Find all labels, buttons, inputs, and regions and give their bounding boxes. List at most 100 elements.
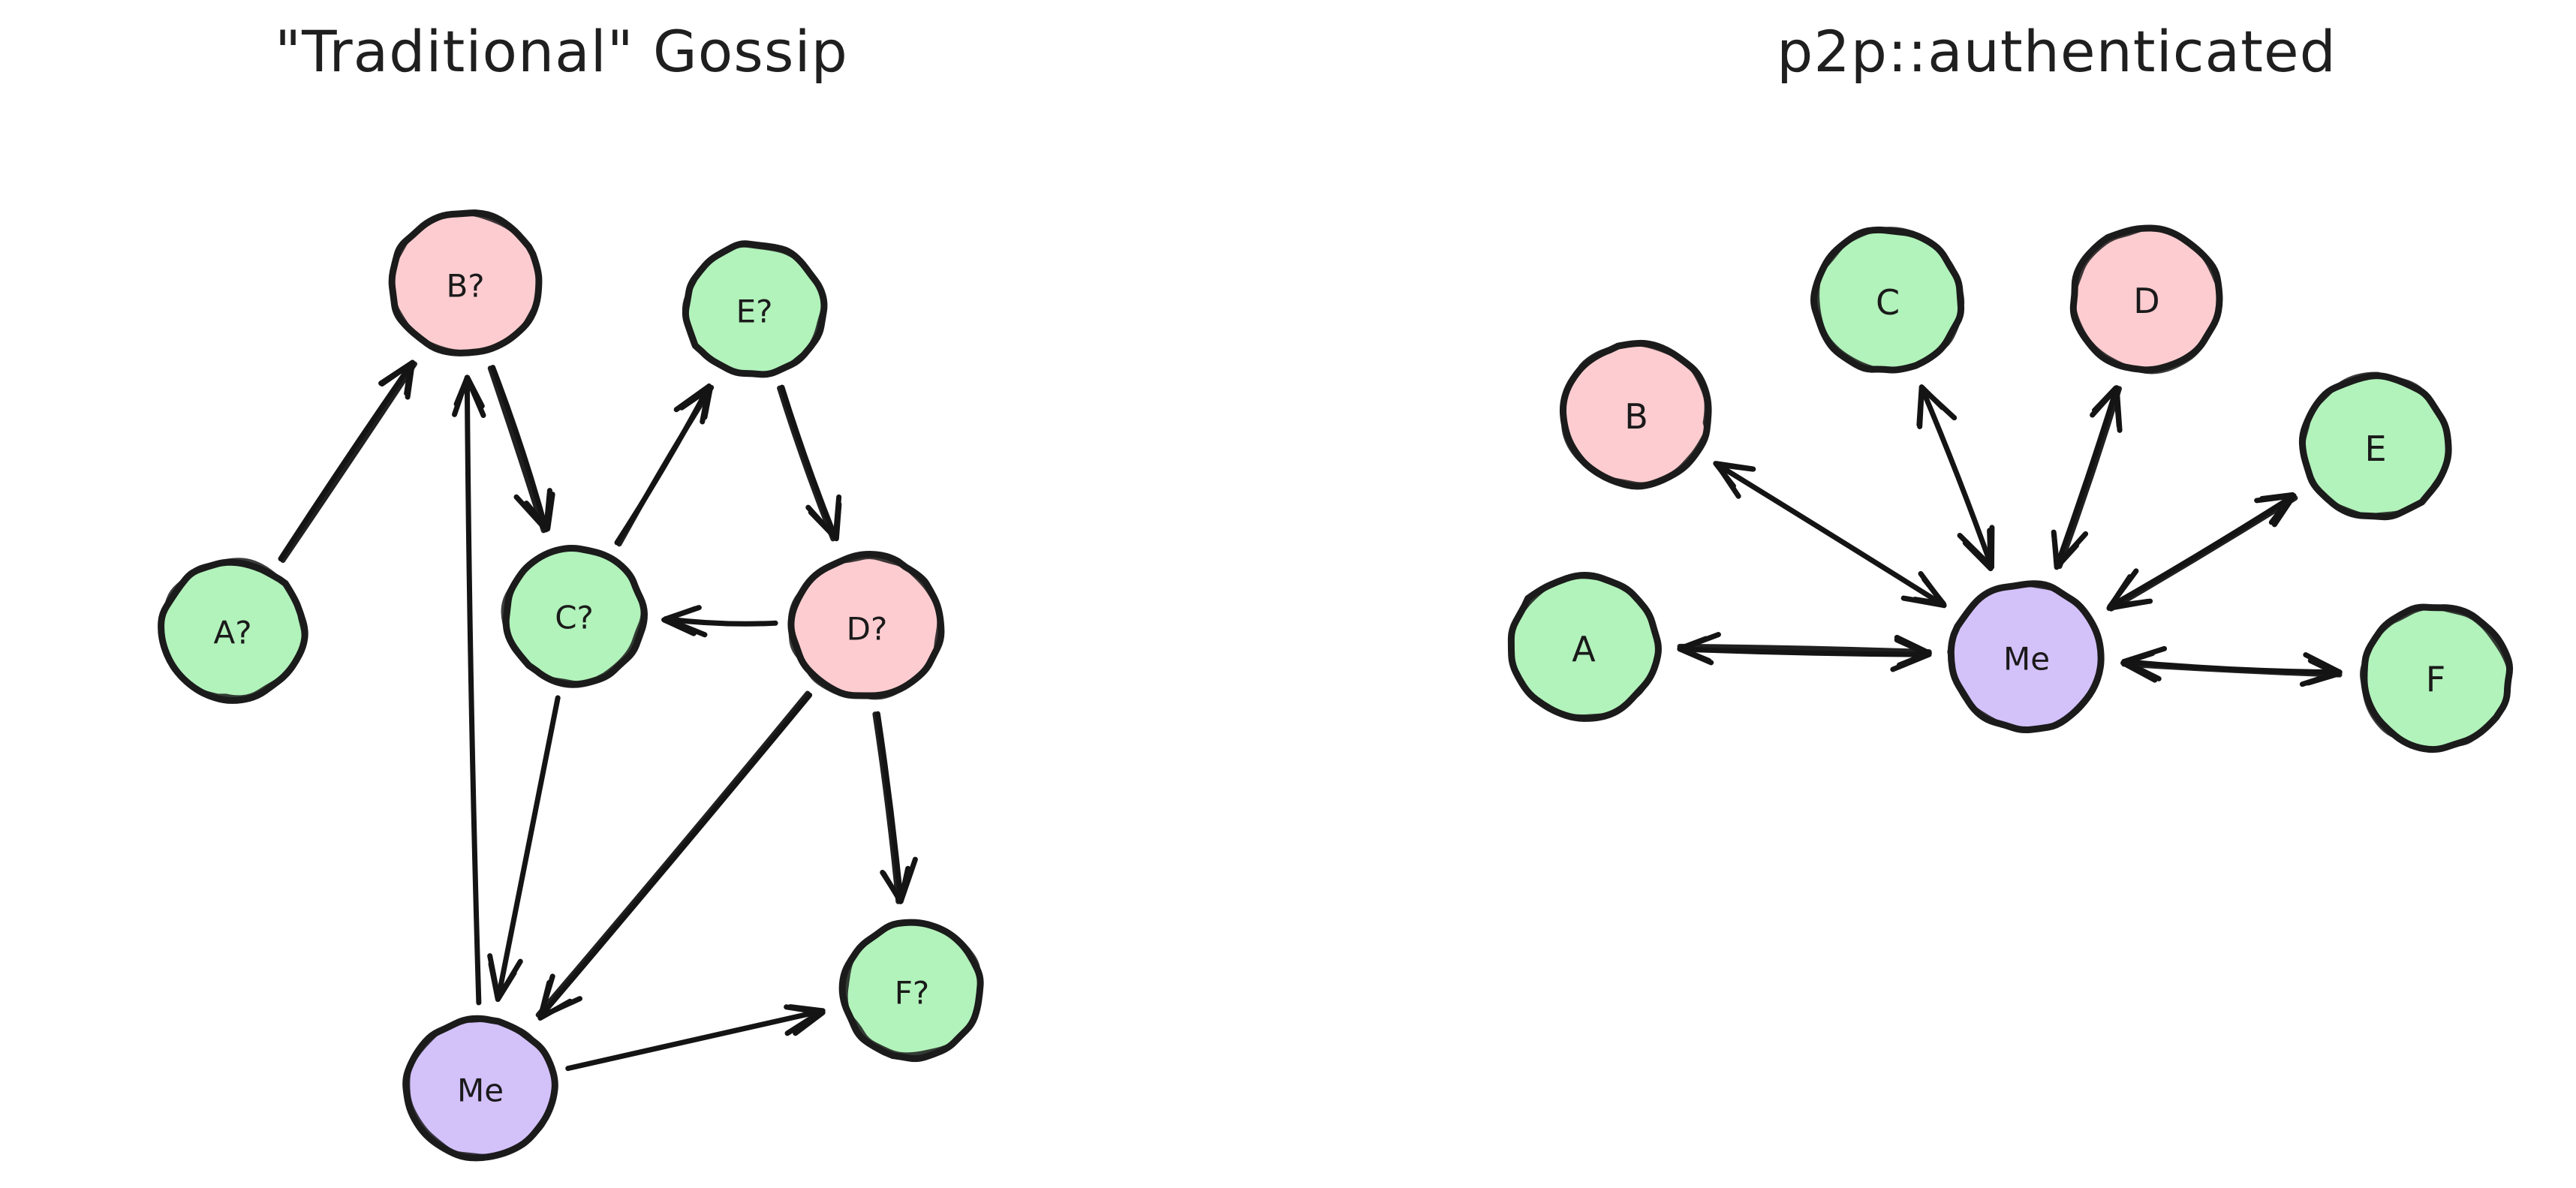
node-outline-overdraw [844, 921, 982, 1057]
node-label-D: D? [847, 611, 888, 648]
node-fill [1563, 342, 1710, 485]
node-outline-overdraw [787, 555, 941, 700]
arrowhead-stroke [1916, 384, 1946, 428]
node-fill [1814, 229, 1963, 371]
node-label-Me: Me [457, 1072, 504, 1109]
arrowhead-reverse-stroke [1894, 634, 1932, 668]
node-traditional-gossip-E[interactable]: E? [682, 240, 828, 378]
node-fill [163, 561, 304, 699]
nodes-layer: B? E? A? C? D? F? Me B C D E A F Me [158, 209, 2514, 1162]
edge-p2p-authenticated-Me-to-E [2106, 492, 2298, 612]
node-p2p-authenticated-B[interactable]: B [1559, 339, 1712, 490]
edge-p2p-authenticated-Me-to-F [2120, 645, 2343, 687]
node-label-A: A? [213, 615, 251, 651]
edge-shaft [490, 365, 549, 533]
node-p2p-authenticated-E[interactable]: E [2298, 371, 2452, 521]
node-fill [2361, 606, 2508, 749]
edge-shaft [1677, 646, 1932, 657]
edge-shaft-secondary [2121, 661, 2343, 678]
node-fill [2303, 375, 2451, 517]
edge-p2p-authenticated-Me-to-C [1916, 384, 1995, 572]
edge-shaft-secondary [487, 365, 546, 534]
edge-p2p-authenticated-Me-to-A [1677, 632, 1932, 672]
edge-p2p-authenticated-Me-to-D [2051, 385, 2123, 570]
node-label-A: A [1572, 629, 1596, 669]
node-fill [792, 554, 943, 697]
arrowhead-stroke [661, 606, 698, 636]
node-label-Me: Me [2003, 641, 2050, 678]
node-traditional-gossip-A[interactable]: A? [158, 558, 308, 704]
edge-traditional-gossip-E-to-D [777, 384, 842, 542]
arrowhead-reverse-stroke [2120, 651, 2158, 683]
edge-shaft [2107, 493, 2297, 609]
node-outline-overdraw [1816, 227, 1965, 372]
arrowhead-stroke [379, 361, 414, 396]
node-outline-overdraw [390, 211, 540, 354]
arrowhead-stroke [537, 979, 573, 1021]
node-p2p-authenticated-C[interactable]: C [1810, 226, 1965, 374]
node-traditional-gossip-F[interactable]: F? [838, 919, 984, 1063]
node-p2p-authenticated-F[interactable]: F [2359, 603, 2514, 753]
arrowhead-reverse-stroke [1962, 528, 1994, 572]
node-traditional-gossip-B[interactable]: B? [388, 209, 543, 356]
node-outline-overdraw [2072, 227, 2221, 374]
edge-shaft [1919, 385, 1994, 570]
node-label-E: E [2364, 429, 2386, 469]
arrowhead-reverse-stroke [2051, 531, 2080, 570]
node-p2p-authenticated-A[interactable]: A [1507, 571, 1662, 722]
node-traditional-gossip-D[interactable]: D? [787, 550, 945, 700]
node-traditional-gossip-Me[interactable]: Me [402, 1015, 558, 1162]
arrowhead-stroke [1677, 636, 1712, 663]
node-fill [2073, 227, 2221, 371]
arrowhead-stroke [2306, 657, 2341, 686]
node-label-E: E? [736, 293, 773, 330]
node-traditional-gossip-C[interactable]: C? [501, 545, 648, 688]
node-fill [407, 1020, 555, 1159]
edge-shaft-secondary [280, 361, 417, 564]
edge-shaft [779, 384, 838, 541]
node-fill [845, 924, 982, 1057]
edge-shaft-secondary [535, 690, 811, 1018]
node-outline-overdraw [406, 1017, 557, 1158]
node-outline-overdraw [1561, 342, 1709, 486]
arrowhead-stroke [880, 865, 911, 904]
node-label-C: C [1876, 282, 1900, 323]
edge-shaft [565, 1008, 826, 1072]
arrowhead-stroke [523, 492, 555, 532]
edge-shaft-secondary [616, 384, 715, 547]
edges-layer [278, 359, 2343, 1072]
node-label-C: C? [555, 600, 594, 636]
node-outline-overdraw [2359, 606, 2511, 751]
edge-shaft [278, 359, 416, 562]
arrowhead-stroke [453, 374, 485, 409]
node-outline-overdraw [501, 546, 645, 685]
edge-traditional-gossip-Me-to-F [565, 1004, 826, 1072]
edge-traditional-gossip-D-to-C [661, 605, 778, 638]
edge-shaft-secondary [777, 385, 836, 542]
edge-p2p-authenticated-Me-to-B [1713, 461, 1947, 609]
node-outline-overdraw [1509, 575, 1660, 719]
edge-traditional-gossip-D-to-Me [535, 690, 813, 1021]
arrowhead-stroke [2259, 492, 2295, 525]
node-label-F: F [2426, 659, 2445, 699]
edge-traditional-gossip-D-to-F [872, 711, 918, 904]
arrowhead-stroke [488, 961, 517, 1003]
node-label-B: B [1624, 396, 1648, 437]
edge-shaft [495, 695, 561, 1001]
edge-shaft [1714, 462, 1947, 609]
edge-shaft-secondary [2057, 386, 2122, 570]
edge-shaft-secondary [2108, 495, 2298, 612]
arrowhead-stroke [2092, 385, 2122, 429]
node-p2p-authenticated-D[interactable]: D [2069, 224, 2223, 374]
panel-title-traditional-gossip: "Traditional" Gossip [275, 18, 848, 85]
edge-shaft [663, 616, 778, 627]
edge-shaft-secondary [872, 711, 901, 904]
node-outline-overdraw [2301, 371, 2451, 518]
node-fill [505, 547, 644, 683]
edge-traditional-gossip-C-to-Me [487, 695, 561, 1003]
edge-traditional-gossip-A-to-B [278, 359, 417, 564]
node-p2p-authenticated-Me[interactable]: Me [1947, 580, 2105, 734]
edge-traditional-gossip-B-to-C [487, 365, 555, 534]
